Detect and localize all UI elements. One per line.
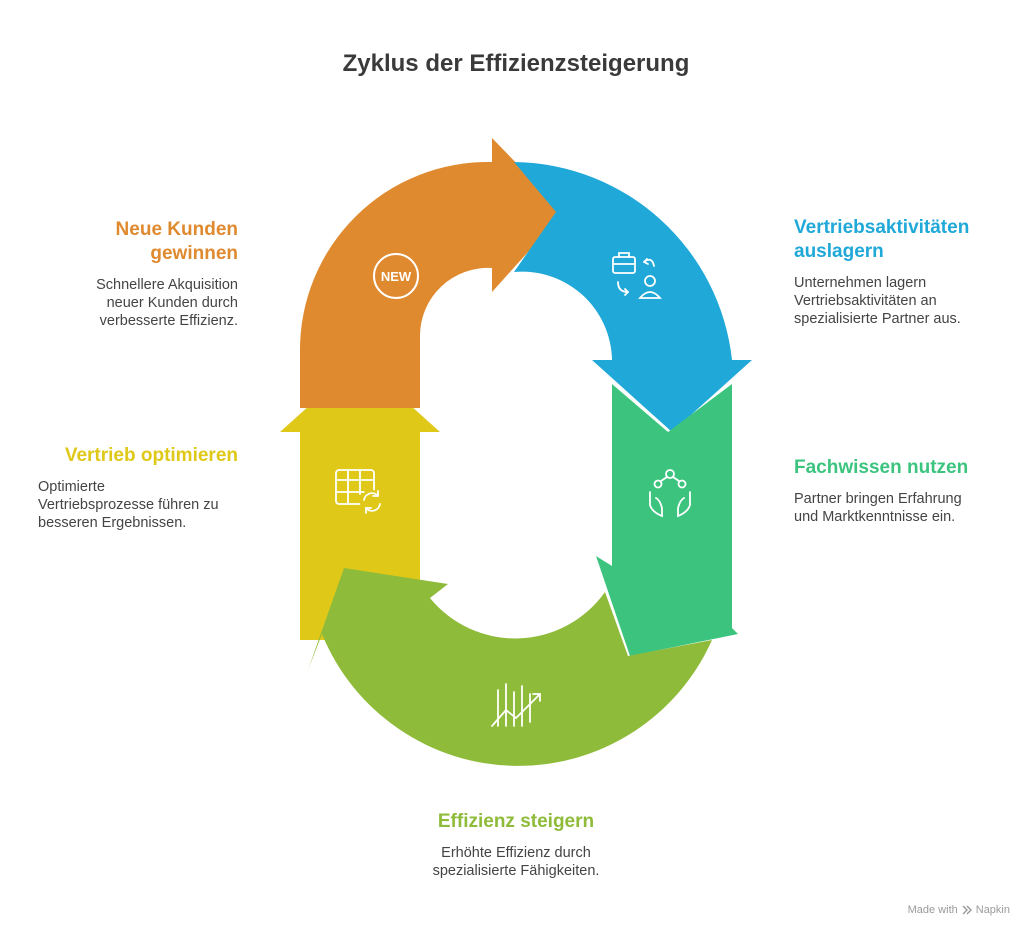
stage-effizienz: Effizienz steigern Erhöhte Effizienz dur…: [380, 810, 652, 880]
table-refresh-icon: [335, 469, 384, 514]
arrow-neue-kunden: [299, 138, 564, 408]
stage-title: Fachwissen nutzen: [794, 457, 969, 478]
svg-text:NEW: NEW: [381, 269, 412, 284]
napkin-logo-icon: [962, 905, 972, 915]
hands-network-icon: [649, 469, 691, 518]
made-with-label: Made with: [907, 904, 958, 916]
arrow-fachwissen: [596, 384, 738, 656]
arrow-vertriebsaktivitaeten: [514, 162, 752, 432]
stage-title: Effizienz steigern: [437, 811, 595, 832]
arrow-effizienz: [308, 568, 712, 766]
footer-made-with[interactable]: Made with Napkin: [908, 904, 1010, 916]
page-title: Zyklus der Effizienzsteigerung: [342, 50, 690, 77]
growth-chart-icon: [491, 683, 541, 727]
outsourcing-icon: [612, 252, 662, 299]
stage-title: Vertrieb optimieren: [64, 445, 238, 466]
stage-fachwissen: Fachwissen nutzen Partner bringen Erfahr…: [794, 456, 1014, 526]
new-badge-icon: NEW: [373, 253, 419, 299]
arrow-vertrieb-optimieren: [280, 360, 440, 640]
napkin-brand: Napkin: [975, 904, 1010, 916]
